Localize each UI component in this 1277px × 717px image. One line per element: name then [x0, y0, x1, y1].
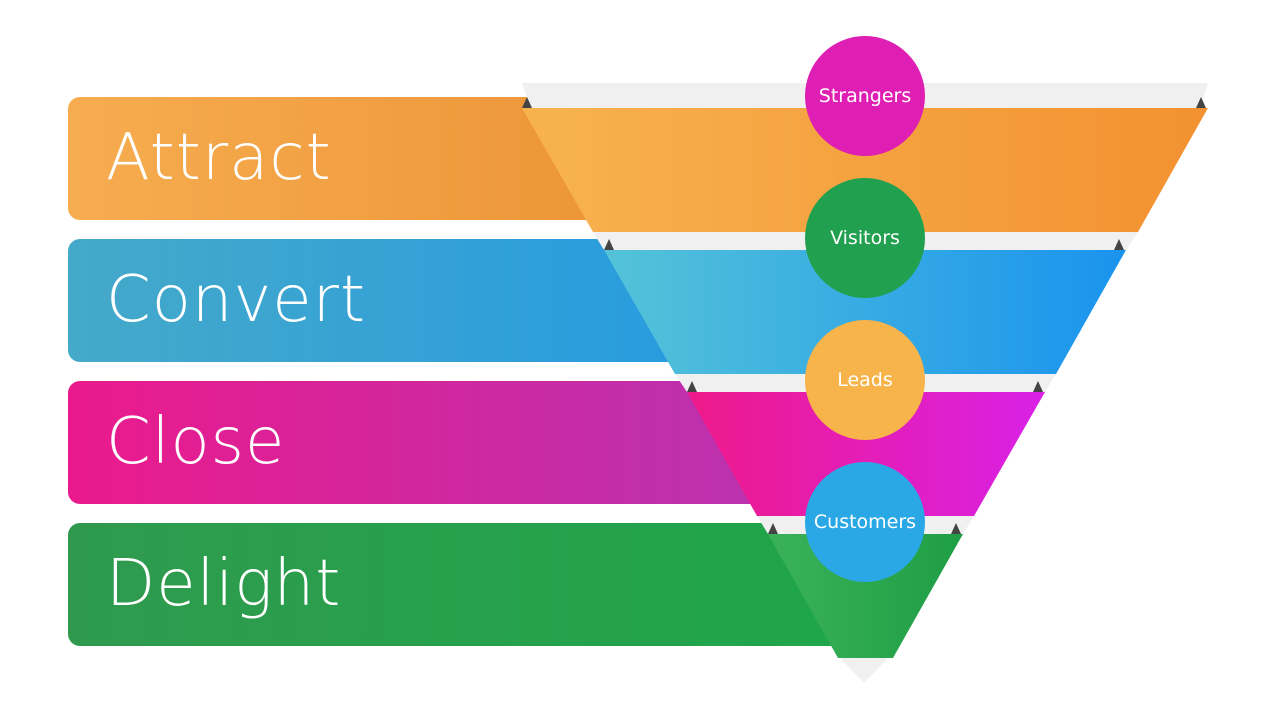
- stage-band-delight: Delight: [68, 523, 868, 646]
- stage-label-convert: Convert: [106, 263, 367, 337]
- notch-marker: [768, 523, 778, 534]
- circle-label-customers: Customers: [814, 511, 916, 533]
- funnel-segment-attract: [522, 108, 1208, 232]
- notch-marker: [522, 97, 532, 108]
- stage-label-delight: Delight: [106, 547, 342, 621]
- circle-label-leads: Leads: [837, 369, 893, 391]
- notch-marker: [1114, 239, 1124, 250]
- notch-marker: [604, 239, 614, 250]
- funnel-segment-close: [687, 392, 1045, 516]
- stage-label-attract: Attract: [106, 121, 332, 195]
- circle-label-visitors: Visitors: [830, 227, 900, 249]
- circle-customers: [805, 462, 925, 582]
- circle-strangers: [805, 36, 925, 156]
- funnel-segment-delight: [768, 534, 963, 658]
- funnel-tip: [840, 658, 888, 683]
- stage-label-close: Close: [106, 405, 286, 479]
- circle-label-strangers: Strangers: [819, 85, 911, 107]
- funnel-segment-convert: [604, 250, 1126, 374]
- circle-leads: [805, 320, 925, 440]
- circle-visitors: [805, 178, 925, 298]
- notch-marker: [687, 381, 697, 392]
- notch-marker: [1033, 381, 1043, 392]
- notch-marker: [951, 523, 961, 534]
- notch-marker: [1196, 97, 1206, 108]
